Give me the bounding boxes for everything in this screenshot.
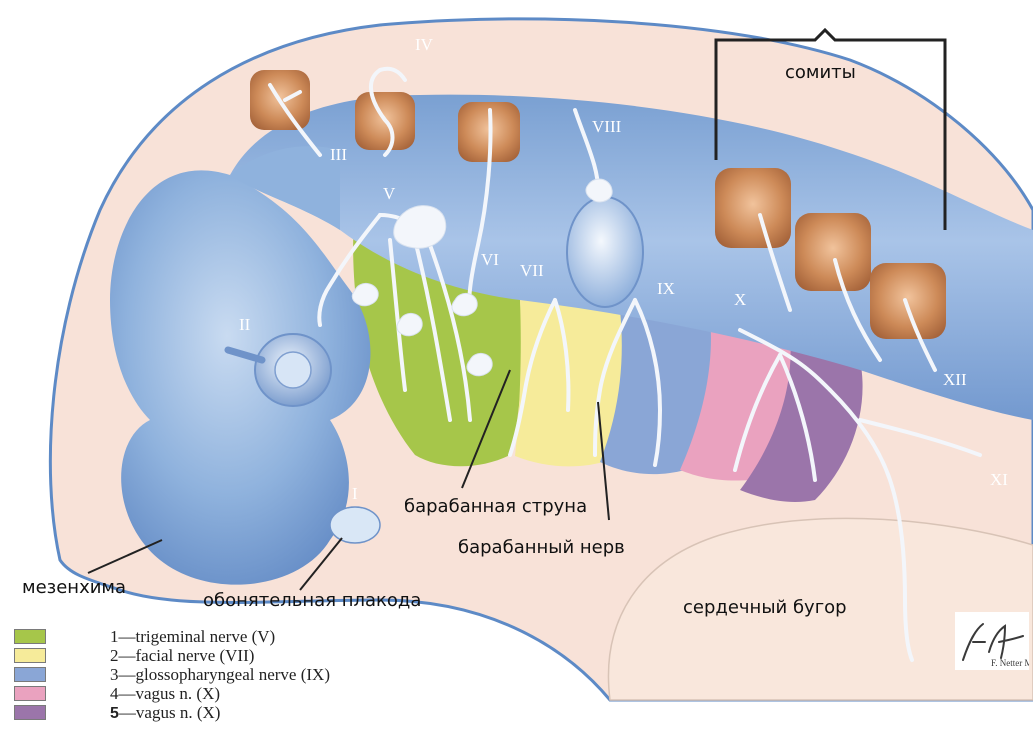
olfactory-placode-shape — [330, 507, 380, 543]
legend-item: 3—glossopharyngeal nerve (IX) — [14, 665, 434, 683]
legend-swatch — [14, 667, 46, 682]
nerve-label-II: II — [239, 315, 251, 334]
legend-label: —facial nerve (VII) — [119, 646, 255, 665]
nerve-label-V: V — [383, 184, 396, 203]
somites-label: сомиты — [785, 62, 856, 83]
legend-number: 5 — [110, 705, 119, 722]
mesenchyme-label: мезенхима — [22, 577, 126, 598]
legend-item: 5—vagus n. (X) — [14, 703, 434, 721]
somite — [715, 168, 791, 248]
signature-text: F. Netter M.D. — [991, 658, 1029, 668]
legend-number: 3 — [110, 665, 119, 684]
nerve-label-IX: IX — [657, 279, 675, 298]
legend-item: 1—trigeminal nerve (V) — [14, 627, 434, 645]
somite — [795, 213, 871, 291]
legend-number: 4 — [110, 684, 119, 703]
nerve-label-VII: VII — [520, 261, 544, 280]
otic-vesicle — [567, 197, 643, 307]
legend-swatch — [14, 648, 46, 663]
olfactory-placode-label: обонятельная плакода — [203, 590, 421, 611]
somite — [870, 263, 946, 339]
nerve-label-XII: XII — [943, 370, 967, 389]
nerve-label-IV: IV — [415, 35, 434, 54]
legend: 1—trigeminal nerve (V) 2—facial nerve (V… — [14, 627, 434, 722]
legend-swatch — [14, 686, 46, 701]
cardiac-bulge-label: сердечный бугор — [683, 597, 847, 618]
artist-signature: F. Netter M.D. — [955, 612, 1029, 670]
legend-label: —vagus n. (X) — [119, 684, 221, 703]
nerve-label-XI: XI — [990, 470, 1008, 489]
legend-swatch — [14, 705, 46, 720]
nerve-label-X: X — [734, 290, 746, 309]
legend-label: —vagus n. (X) — [119, 703, 221, 722]
legend-number: 2 — [110, 646, 119, 665]
legend-item: 4—vagus n. (X) — [14, 684, 434, 702]
legend-swatch — [14, 629, 46, 644]
legend-label: —glossopharyngeal nerve (IX) — [119, 665, 331, 684]
nerve-label-III: III — [330, 145, 347, 164]
nerve-label-VIII: VIII — [592, 117, 622, 136]
nerve-label-I: I — [352, 484, 358, 503]
tympanic-nerve-label: барабанный нерв — [458, 537, 625, 558]
legend-number: 1 — [110, 627, 119, 646]
legend-item: 2—facial nerve (VII) — [14, 646, 434, 664]
chorda-tympani-label: барабанная струна — [404, 496, 587, 517]
nerve-label-VI: VI — [481, 250, 499, 269]
legend-label: —trigeminal nerve (V) — [119, 627, 276, 646]
